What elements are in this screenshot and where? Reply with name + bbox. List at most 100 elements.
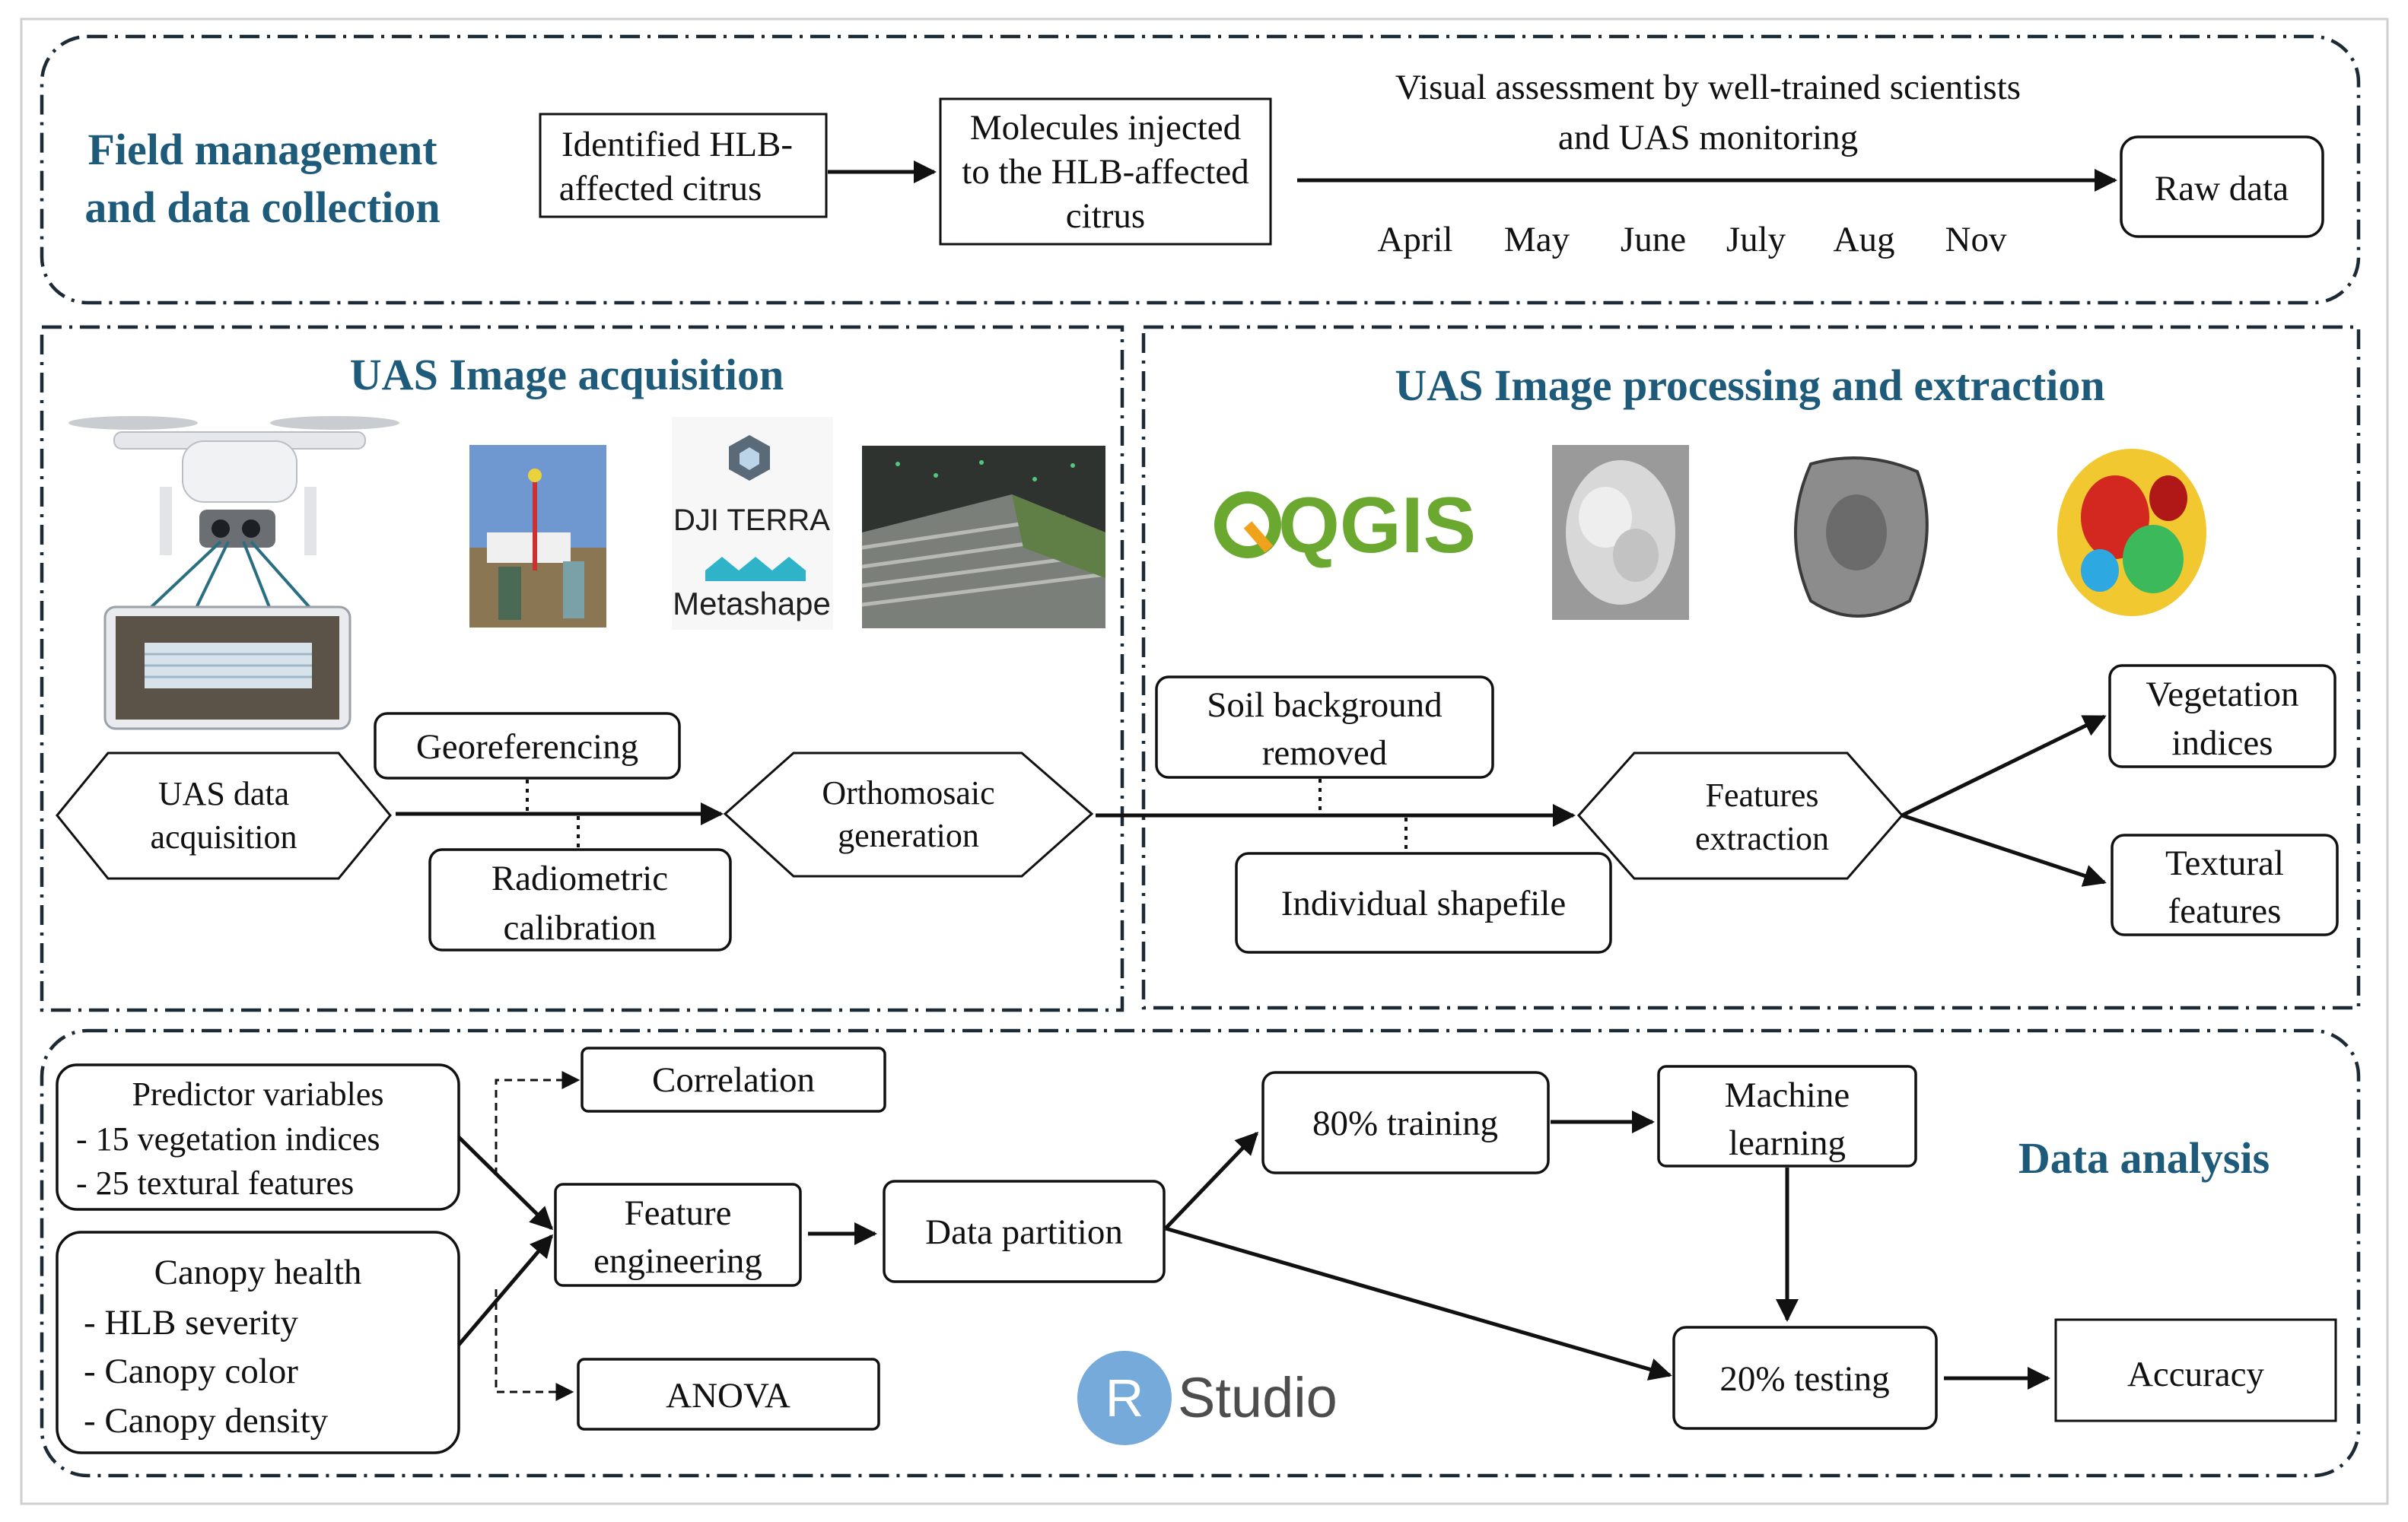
orthomosaic-render-image — [861, 446, 1106, 628]
field-heading-line1: Field management — [87, 125, 437, 174]
predictor-title: Predictor variables — [132, 1076, 383, 1113]
radiometric-line2: calibration — [504, 908, 657, 948]
dashed-to-correlation — [495, 1071, 581, 1175]
uas-data-line1: UAS data — [158, 775, 289, 812]
testing-box — [1672, 1326, 1938, 1430]
metashape-logo-text: Metashape — [673, 586, 831, 621]
identified-hlb-line2: affected citrus — [559, 169, 762, 208]
molecules-line2: to the HLB-affected — [962, 152, 1249, 192]
processing-heading: UAS Image processing and extraction — [1395, 361, 2104, 410]
molecules-line3: citrus — [1066, 196, 1145, 236]
individual-shapefile-label: Individual shapefile — [1281, 884, 1567, 923]
canopy-index-map-image — [2057, 449, 2206, 616]
arrow-predictor-to-feature — [457, 1136, 554, 1231]
dashed-to-anova — [495, 1289, 574, 1401]
field-panel — [40, 34, 2361, 305]
training-box — [1261, 1071, 1550, 1174]
accuracy-label: Accuracy — [2127, 1355, 2265, 1394]
rstudio-logo — [1077, 1351, 1172, 1445]
qgis-logo — [1214, 491, 1281, 558]
anova-box — [577, 1358, 880, 1431]
canopy-grayscale-image — [1552, 445, 1689, 620]
vegetation-indices-line1: Vegetation — [2146, 675, 2299, 714]
rstudio-logo-text: Studio — [1178, 1366, 1338, 1429]
qgis-logo-text: QGIS — [1278, 481, 1476, 570]
correlation-label: Correlation — [652, 1060, 815, 1100]
acquisition-heading: UAS Image acquisition — [350, 350, 784, 399]
machine-learning-box — [1657, 1065, 1917, 1168]
machine-learning-line1: Machine — [1725, 1076, 1850, 1115]
feature-engineering-line2: engineering — [593, 1241, 762, 1281]
textural-features-box — [2111, 834, 2339, 936]
canopy-item-density: - Canopy density — [84, 1401, 329, 1441]
raw-data-box — [2120, 135, 2324, 238]
georeferencing-box — [374, 712, 681, 780]
vegetation-indices-line2: indices — [2171, 723, 2273, 763]
month-june: June — [1621, 220, 1686, 259]
analysis-panel — [40, 1028, 2361, 1478]
data-partition-label: Data partition — [925, 1212, 1123, 1252]
month-nov: Nov — [1945, 220, 2007, 259]
vegetation-indices-box — [2108, 664, 2336, 768]
drone-image — [68, 416, 399, 555]
soil-background-line1: Soil background — [1207, 685, 1442, 725]
arrow-partition-to-training — [1164, 1131, 1259, 1230]
feature-engineering-box — [554, 1183, 802, 1287]
anova-label: ANOVA — [666, 1376, 790, 1416]
georeferencing-label: Georeferencing — [416, 727, 638, 767]
month-july: July — [1726, 220, 1786, 259]
month-may: May — [1504, 220, 1570, 259]
testing-label: 20% testing — [1719, 1359, 1889, 1399]
arrow-to-vegetation — [1901, 714, 2107, 818]
raw-data-label: Raw data — [2155, 169, 2289, 208]
accuracy-box — [2054, 1318, 2337, 1422]
individual-shapefile-box — [1235, 852, 1612, 954]
molecules-box — [939, 97, 1272, 246]
arrow-canopy-to-feature — [457, 1234, 553, 1346]
orthomosaic-hexagon — [723, 751, 1094, 878]
predictor-item-textural: - 25 textural features — [76, 1165, 354, 1202]
month-april: April — [1377, 220, 1452, 259]
canopy-title: Canopy health — [154, 1253, 362, 1292]
radiometric-line1: Radiometric — [491, 859, 668, 898]
orthomosaic-line1: Orthomosaic — [822, 774, 994, 812]
correlation-box — [581, 1047, 886, 1113]
uas-data-line2: acquisition — [150, 818, 297, 856]
features-extraction-line2: extraction — [1695, 820, 1829, 857]
soil-background-box — [1155, 675, 1494, 779]
molecules-line1: Molecules injected — [970, 108, 1241, 148]
canopy-item-color: - Canopy color — [84, 1352, 298, 1391]
arrow-partition-to-testing — [1165, 1226, 1672, 1381]
field-heading-line2: and data collection — [84, 183, 440, 232]
predictor-item-vegetation: - 15 vegetation indices — [76, 1120, 380, 1158]
arrow-to-textural — [1901, 813, 2107, 887]
month-aug: Aug — [1834, 220, 1895, 259]
uas-data-hexagon — [56, 751, 392, 880]
assessment-line1: Visual assessment by well-trained scient… — [1395, 68, 2021, 107]
gcp-field-photo — [469, 445, 606, 628]
acquisition-panel — [40, 325, 1124, 1012]
textural-features-line2: features — [2168, 891, 2282, 931]
feature-engineering-line1: Feature — [625, 1193, 732, 1233]
software-logos — [672, 417, 833, 630]
data-partition-box — [883, 1180, 1166, 1283]
outer-frame — [20, 17, 2389, 1505]
features-extraction-line1: Features — [1705, 777, 1818, 814]
assessment-line2: and UAS monitoring — [1558, 118, 1858, 157]
features-extraction-hexagon — [1576, 751, 1904, 880]
flight-plan-tablet-image — [103, 605, 351, 730]
orthomosaic-line2: generation — [838, 817, 979, 854]
analysis-heading: Data analysis — [2018, 1133, 2270, 1183]
dji-terra-logo-text: DJI TERRA — [673, 504, 830, 537]
machine-learning-line2: learning — [1729, 1123, 1846, 1163]
rstudio-logo-r: R — [1105, 1368, 1144, 1428]
identified-hlb-line1: Identified HLB- — [561, 125, 793, 164]
training-label: 80% training — [1312, 1104, 1498, 1143]
textural-features-line1: Textural — [2165, 844, 2284, 883]
canopy-item-severity: - HLB severity — [84, 1303, 298, 1342]
canopy-soil-removed-image — [1794, 456, 1929, 618]
radiometric-box — [428, 848, 732, 952]
processing-panel — [1141, 325, 2361, 1010]
soil-background-line2: removed — [1262, 733, 1387, 773]
